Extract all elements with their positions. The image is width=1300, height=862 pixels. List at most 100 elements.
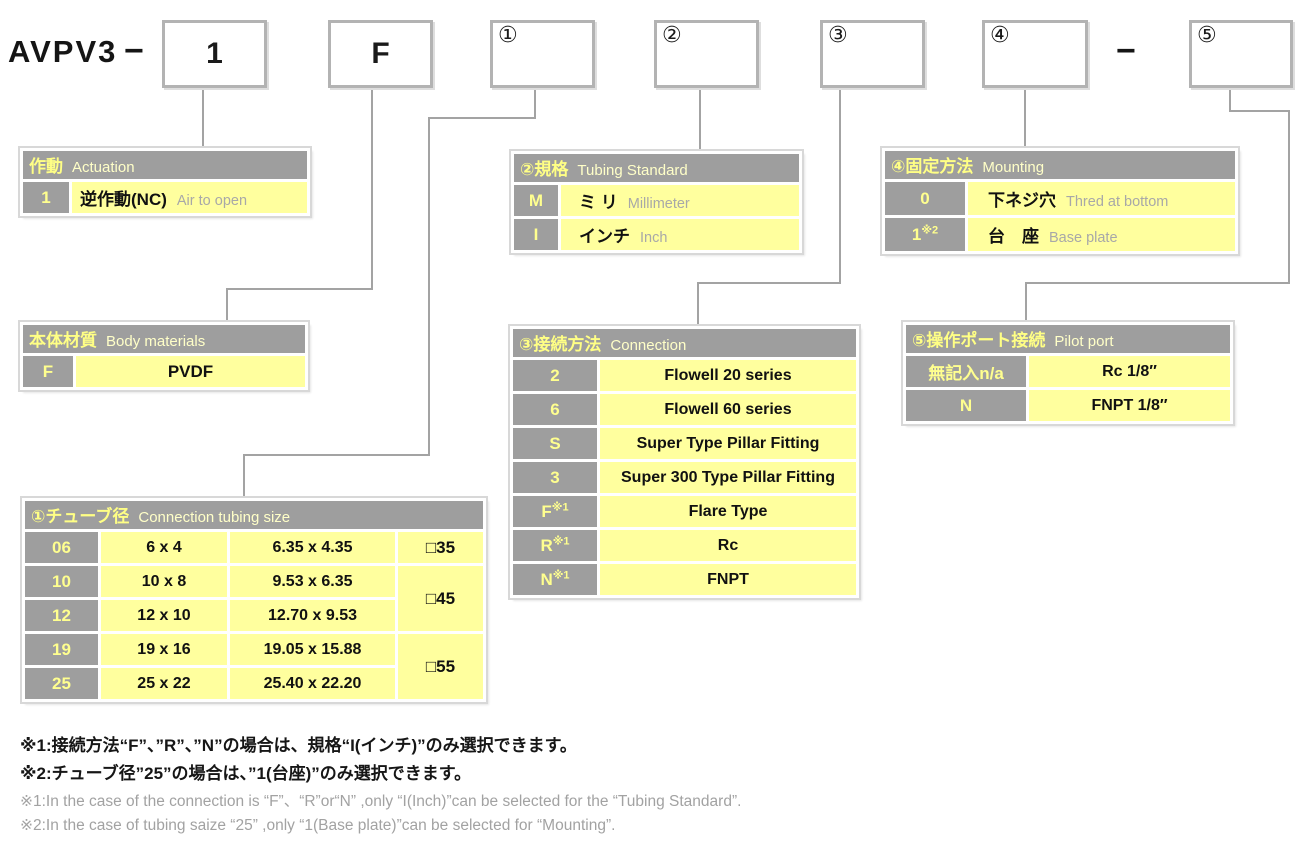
value-cell: 下ネジ穴 Thred at bottom (968, 182, 1235, 215)
table-row: 2 Flowell 20 series (513, 360, 856, 391)
footnote-ref: ※1 (551, 500, 569, 513)
model-box-actuation: 1 (162, 20, 267, 88)
inch-size-cell: 6.35 x 4.35 (230, 532, 395, 563)
body-materials-table: 本体材質 Body materials F PVDF (18, 320, 310, 392)
model-prefix: AVPV3 (8, 34, 118, 69)
inch-size-cell: 25.40 x 22.20 (230, 668, 395, 699)
table-row: S Super Type Pillar Fitting (513, 428, 856, 459)
value-cell: Flare Type (600, 496, 856, 527)
metric-size-cell: 10 x 8 (101, 566, 227, 597)
code-cell: 1※2 (885, 218, 965, 251)
value-cell: Super Type Pillar Fitting (600, 428, 856, 459)
code-cell: 19 (25, 634, 98, 665)
metric-size-cell: 6 x 4 (101, 532, 227, 563)
circled-5-badge: ⑤ (1197, 22, 1217, 47)
value-cell: FNPT (600, 564, 856, 595)
code-cell: N (906, 390, 1026, 421)
code-cell: 3 (513, 462, 597, 493)
inch-size-cell: 9.53 x 6.35 (230, 566, 395, 597)
code-cell: 2 (513, 360, 597, 391)
footnote-en-2: ※2:In the case of tubing saize “25” ,onl… (20, 817, 616, 834)
code-cell: 12 (25, 600, 98, 631)
model-box-mounting: ④ (982, 20, 1088, 88)
value-cell: 逆作動(NC) Air to open (72, 182, 307, 213)
value-jp: 台 座 (988, 227, 1039, 246)
table-row: F PVDF (23, 356, 305, 387)
code-cell: 0 (885, 182, 965, 215)
inch-size-cell: 12.70 x 9.53 (230, 600, 395, 631)
pilot-port-table: ⑤操作ポート接続 Pilot port 無記入n/a Rc 1/8″ N FNPT… (901, 320, 1235, 426)
code-cell: N※1 (513, 564, 597, 595)
model-box-pilot-port: ⑤ (1189, 20, 1293, 88)
model-box-tubing-size: ① (490, 20, 595, 88)
code-cell: 無記入n/a (906, 356, 1026, 387)
value-jp: インチ (579, 227, 630, 246)
body-size-cell: □45 (398, 566, 484, 631)
value-cell: FNPT 1/8″ (1029, 390, 1230, 421)
value-en: Air to open (176, 193, 248, 209)
model-box-body-material: F (328, 20, 433, 88)
table-title-en: Body materials (106, 333, 206, 350)
table-title-jp: ①チューブ径 (31, 507, 130, 526)
model-box-value: 1 (206, 37, 223, 70)
table-row: 6 Flowell 60 series (513, 394, 856, 425)
footnote-jp-2: ※2:チューブ径”25”の場合は、”1(台座)”のみ選択できます。 (20, 764, 472, 783)
footnote-jp-1: ※1:接続方法“F”、”R”、”N”の場合は、規格“I(インチ)”のみ選択できま… (20, 736, 577, 755)
table-title-en: Tubing Standard (577, 162, 688, 179)
code-cell: I (514, 219, 558, 250)
value-jp: 下ネジ穴 (988, 191, 1056, 210)
value-jp: 逆作動(NC) (80, 190, 167, 209)
model-box-connection: ③ (820, 20, 925, 88)
table-row: F※1 Flare Type (513, 496, 856, 527)
body-size-cell: □55 (398, 634, 484, 699)
inch-size-cell: 19.05 x 15.88 (230, 634, 395, 665)
table-row: 10 10 x 8 9.53 x 6.35 □45 (25, 566, 484, 631)
code-cell: 06 (25, 532, 98, 563)
body-size-cell: □35 (398, 532, 484, 563)
value-cell: 台 座 Base plate (968, 218, 1235, 251)
value-en: Thred at bottom (1066, 194, 1169, 210)
value-cell: ミ リ Millimeter (561, 185, 799, 216)
code-cell: F※1 (513, 496, 597, 527)
table-row: 19 19 x 16 19.05 x 15.88 □55 (25, 634, 484, 699)
value-cell: インチ Inch (561, 219, 799, 250)
table-row: R※1 Rc (513, 530, 856, 561)
table-row: 0 下ネジ穴 Thred at bottom (885, 182, 1235, 215)
value-en: Base plate (1049, 230, 1118, 246)
code-cell: R※1 (513, 530, 597, 561)
table-row: N※1 FNPT (513, 564, 856, 595)
value-jp: ミ リ (579, 193, 618, 212)
table-row: 3 Super 300 Type Pillar Fitting (513, 462, 856, 493)
model-separator: − (124, 32, 144, 70)
table-title-jp: ⑤操作ポート接続 (912, 331, 1046, 350)
code-cell: S (513, 428, 597, 459)
circled-2-badge: ② (662, 22, 682, 47)
value-en: Inch (640, 230, 668, 246)
model-separator: − (1116, 32, 1136, 70)
metric-size-cell: 25 x 22 (101, 668, 227, 699)
table-title-en: Actuation (72, 159, 135, 176)
code-cell: F (23, 356, 73, 387)
value-cell: PVDF (76, 356, 305, 387)
model-box-tubing-standard: ② (654, 20, 759, 88)
table-row: N FNPT 1/8″ (906, 390, 1230, 421)
table-title-jp: ④固定方法 (891, 157, 974, 176)
value-en: Millimeter (627, 196, 690, 212)
footnote-ref: ※1 (552, 534, 570, 547)
table-row: 1 逆作動(NC)Air to open (23, 182, 307, 213)
code-text: R (540, 535, 553, 555)
value-cell: Rc 1/8″ (1029, 356, 1230, 387)
table-title-en: Pilot port (1054, 333, 1114, 350)
metric-size-cell: 19 x 16 (101, 634, 227, 665)
circled-3-badge: ③ (828, 22, 848, 47)
table-title-jp: 本体材質 (29, 331, 97, 350)
